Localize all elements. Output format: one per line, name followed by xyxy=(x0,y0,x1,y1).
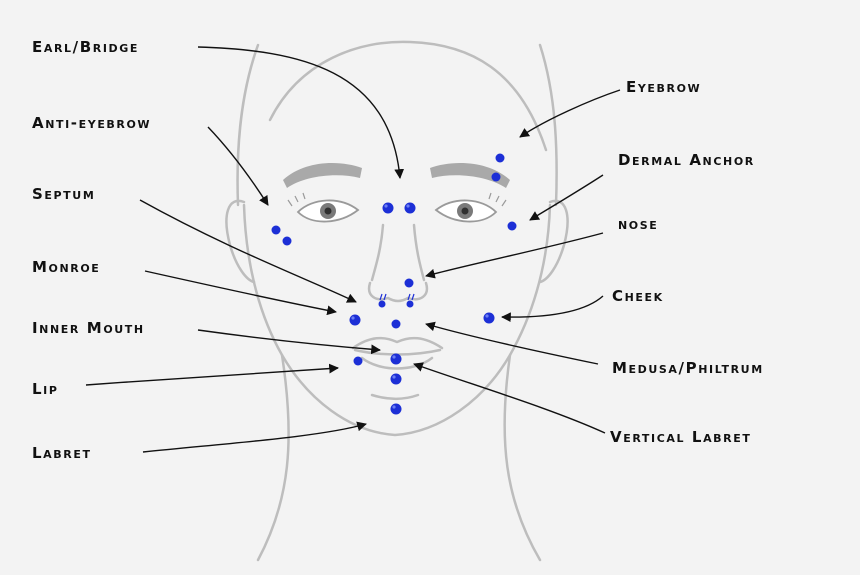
stud-bridge-right xyxy=(404,202,416,214)
stud-vertical-labret xyxy=(390,373,402,385)
septum-ring xyxy=(379,293,415,301)
right-eyebrow xyxy=(430,163,510,188)
right-ear xyxy=(538,199,569,284)
eyes xyxy=(287,192,507,223)
label-medusa-philtrum: Medusa/Philtrum xyxy=(612,359,764,377)
label-vertical-labret: Vertical Labret xyxy=(610,428,752,446)
nose-bridge-right xyxy=(412,223,426,282)
left-ear xyxy=(225,199,256,284)
stud-cheek xyxy=(483,312,495,324)
label-nose: nose xyxy=(618,215,659,233)
arrow-cheek xyxy=(501,295,604,323)
neck-left xyxy=(256,353,290,562)
jaw-outline xyxy=(242,203,552,437)
stud-labret xyxy=(390,403,402,415)
arrow-monroe xyxy=(144,270,337,316)
stud-highlights xyxy=(351,204,489,409)
stud-eyebrow-bottom xyxy=(491,172,501,182)
lower-lip xyxy=(360,356,434,370)
label-labret: Labret xyxy=(32,444,92,462)
arrow-labret xyxy=(142,421,367,453)
label-eyebrow: Eyebrow xyxy=(626,78,702,96)
arrow-lip xyxy=(85,363,339,386)
arrow-septum xyxy=(139,199,357,303)
stud-lip-left xyxy=(353,356,363,366)
arrow-vertical-labret xyxy=(413,362,606,434)
arrow-anti-eyebrow xyxy=(207,126,269,206)
upper-lip xyxy=(351,336,444,350)
label-dermal-anchor: Dermal Anchor xyxy=(618,151,755,169)
stud-medusa xyxy=(391,319,401,329)
arrow-earl-bridge xyxy=(197,46,405,179)
left-eyebrow xyxy=(283,163,362,188)
arrow-nose xyxy=(425,232,604,279)
label-inner-mouth: Inner Mouth xyxy=(32,319,145,337)
right-eye xyxy=(434,192,507,223)
hair-outline-right xyxy=(538,43,558,207)
stud-septum-left xyxy=(378,300,386,308)
label-anti-eyebrow: Anti-eyebrow xyxy=(32,114,152,132)
nose-bridge-left xyxy=(370,223,385,282)
stud-eyebrow-top xyxy=(495,153,505,163)
left-eye xyxy=(287,192,360,223)
forehead-outline xyxy=(268,40,548,152)
stud-monroe xyxy=(349,314,361,326)
stud-lip-center xyxy=(390,353,402,365)
label-septum: Septum xyxy=(32,185,96,203)
arrow-eyebrow xyxy=(519,89,621,138)
stud-dermal-anchor xyxy=(507,221,517,231)
hair-outline-left xyxy=(236,43,260,207)
nostrils xyxy=(367,281,429,303)
arrow-medusa-philtrum xyxy=(425,321,599,365)
piercing-studs xyxy=(271,153,517,415)
label-cheek: Cheek xyxy=(612,287,664,305)
stud-anti-eyebrow-2 xyxy=(282,236,292,246)
label-earl-bridge: Earl/Bridge xyxy=(32,38,139,56)
stud-anti-eyebrow-1 xyxy=(271,225,281,235)
label-lip: Lip xyxy=(32,380,59,398)
label-monroe: Monroe xyxy=(32,258,101,276)
neck-right xyxy=(503,353,542,562)
chin-crease xyxy=(370,393,420,400)
arrow-dermal-anchor xyxy=(529,174,604,221)
callout-arrows xyxy=(85,46,621,453)
face-outline xyxy=(225,40,569,562)
arrow-inner-mouth xyxy=(197,329,381,355)
stud-bridge-left xyxy=(382,202,394,214)
stud-nose xyxy=(404,278,414,288)
eyebrows xyxy=(283,163,510,188)
stud-septum-right xyxy=(406,300,414,308)
